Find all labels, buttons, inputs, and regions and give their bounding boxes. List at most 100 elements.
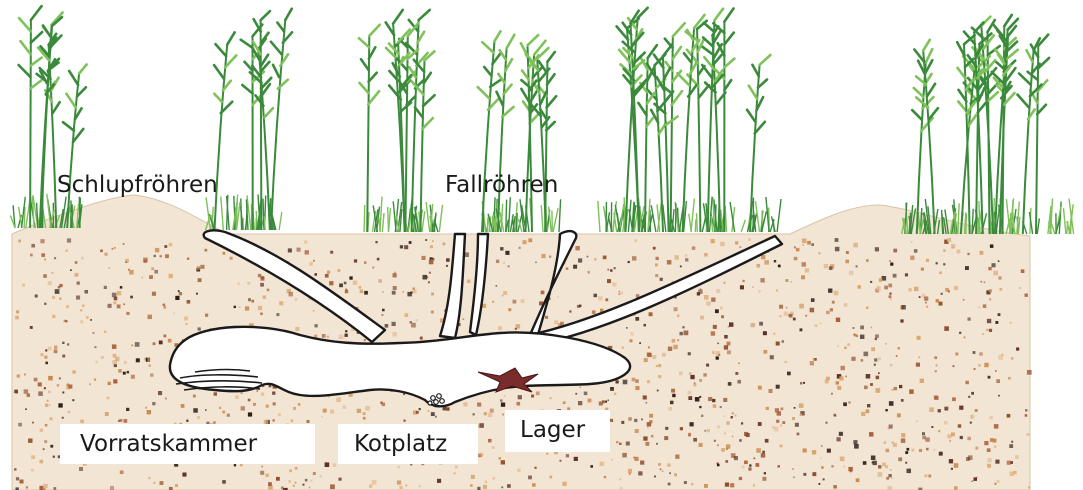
soil-speck <box>938 430 940 432</box>
soil-speck <box>531 395 534 398</box>
soil-speck <box>706 301 710 305</box>
soil-speck <box>480 453 484 457</box>
grass-seed <box>638 8 648 18</box>
soil-speck <box>845 376 847 378</box>
soil-speck <box>503 291 507 295</box>
soil-speck <box>987 448 991 452</box>
grass-seed <box>19 65 31 77</box>
soil-speck <box>123 372 126 375</box>
soil-speck <box>239 306 241 308</box>
soil-speck <box>840 457 845 462</box>
soil-speck <box>104 253 107 256</box>
soil-speck <box>160 255 162 257</box>
soil-speck <box>743 280 745 282</box>
soil-speck <box>635 379 639 383</box>
soil-speck <box>699 379 702 382</box>
soil-speck <box>831 393 833 395</box>
soil-speck <box>944 421 948 425</box>
soil-speck <box>884 441 887 444</box>
soil-speck <box>762 451 765 454</box>
soil-speck <box>272 419 274 421</box>
soil-speck <box>155 248 159 252</box>
soil-speck <box>720 406 722 408</box>
soil-speck <box>164 245 167 248</box>
soil-speck <box>756 463 760 467</box>
soil-speck <box>963 299 965 301</box>
soil-speck <box>829 266 833 270</box>
soil-speck <box>853 327 855 329</box>
soil-speck <box>399 486 402 489</box>
soil-speck <box>124 419 128 423</box>
soil-speck <box>149 365 151 367</box>
soil-speck <box>987 464 991 468</box>
soil-speck <box>136 358 140 362</box>
soil-speck <box>857 285 861 289</box>
soil-speck <box>278 413 281 416</box>
soil-speck <box>365 406 370 411</box>
soil-speck <box>813 358 815 360</box>
soil-speck <box>803 448 807 452</box>
soil-speck <box>699 406 701 408</box>
soil-speck <box>943 249 946 252</box>
soil-speck <box>496 285 498 287</box>
soil-speck <box>753 484 755 486</box>
soil-speck <box>302 484 304 486</box>
soil-speck <box>165 254 169 258</box>
soil-speck <box>309 487 311 489</box>
soil-speck <box>716 289 720 293</box>
soil-speck <box>635 239 637 241</box>
soil-speck <box>910 256 914 260</box>
soil-speck <box>667 260 672 265</box>
soil-speck <box>959 332 961 334</box>
soil-speck <box>863 461 867 465</box>
soil-speck <box>799 304 804 309</box>
grass-seed <box>79 65 87 74</box>
grass-blade <box>697 213 698 232</box>
soil-speck <box>998 313 1001 316</box>
soil-speck <box>994 446 996 448</box>
soil-speck <box>837 437 841 441</box>
soil-speck <box>634 457 638 461</box>
grass-blade <box>1064 208 1066 234</box>
soil-speck <box>711 298 715 302</box>
soil-speck <box>394 272 396 274</box>
soil-speck <box>588 399 592 403</box>
soil-speck <box>916 421 918 423</box>
grass-seed <box>749 86 757 99</box>
soil-speck <box>105 412 109 416</box>
soil-speck <box>222 411 225 414</box>
soil-speck <box>764 472 766 474</box>
grass-seed <box>724 9 733 22</box>
soil-speck <box>151 267 154 270</box>
soil-speck <box>30 254 33 257</box>
label-schlupfroehren: Schlupfröhren <box>57 172 218 198</box>
soil-speck <box>888 284 892 288</box>
soil-speck <box>712 351 715 354</box>
soil-speck <box>901 433 905 437</box>
soil-speck <box>592 310 596 314</box>
soil-speck <box>664 436 668 440</box>
soil-speck <box>422 256 426 260</box>
soil-speck <box>154 270 158 274</box>
label-lager: Lager <box>520 417 586 443</box>
soil-speck <box>354 259 357 262</box>
soil-speck <box>54 346 57 349</box>
soil-speck <box>1021 269 1025 273</box>
soil-speck <box>93 332 95 334</box>
grass-blade <box>541 205 543 232</box>
soil-speck <box>856 478 860 482</box>
soil-speck <box>876 376 880 380</box>
soil-speck <box>632 378 636 382</box>
soil-speck <box>343 406 346 409</box>
soil-speck <box>905 273 908 276</box>
soil-speck <box>844 303 848 307</box>
soil-speck <box>123 243 125 245</box>
soil-speck <box>128 269 130 271</box>
soil-speck <box>886 449 890 453</box>
soil-speck <box>866 307 869 310</box>
soil-speck <box>655 274 658 277</box>
soil-speck <box>364 261 366 263</box>
soil-speck <box>958 424 961 427</box>
soil-speck <box>844 347 846 349</box>
soil-speck <box>833 414 836 417</box>
